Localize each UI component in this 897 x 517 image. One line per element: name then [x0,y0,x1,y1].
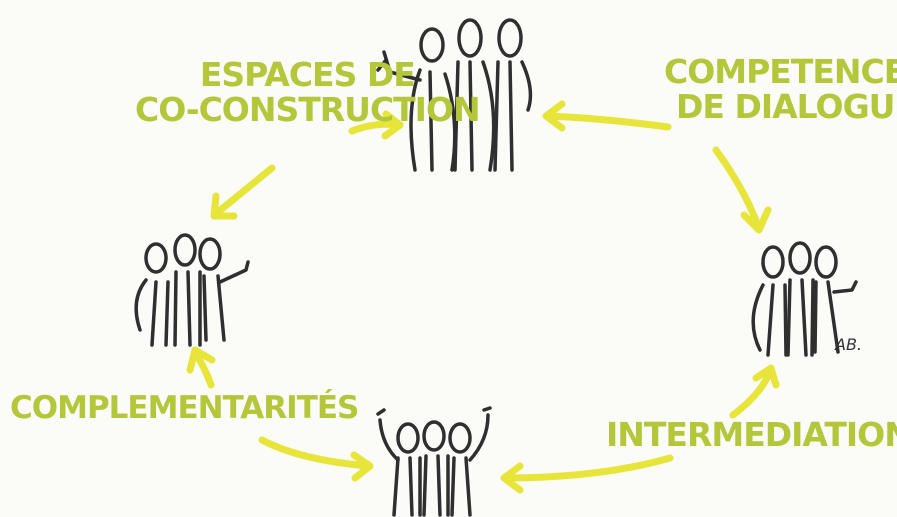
top-people-group-icon [376,18,533,172]
arrow-espaces-to-top-group [348,110,404,140]
espaces-de-co-construction-label: ESPACES DE CO-CONSTRUCTION [135,55,481,129]
arrow-complementarites-to-bottom-group [258,436,374,482]
arrow-espaces-to-left-group [210,164,276,220]
arrow-competences-to-top-group [542,100,672,132]
arrow-intermediation-to-right-group [729,364,780,419]
espaces-label-line2: CO-CONSTRUCTION [135,89,481,129]
arrow-intermediation-to-bottom-group [500,454,674,494]
author-signature: AB. [835,335,863,354]
bottom-people-group-icon [376,406,492,517]
intermediation-label: INTERMEDIATION [606,415,897,454]
competences-label-line2: DE DIALOGUE [676,86,897,126]
complementarites-label: COMPLEMENTARITÉS [10,390,359,426]
arrow-complementarites-to-left-group [186,346,216,389]
espaces-label-line1: ESPACES DE [199,55,416,94]
competences-de-dialogue-label: COMPETENCES DE DIALOGUE [664,52,897,126]
arrow-competences-to-right-group [712,146,772,234]
right-people-group-icon [751,241,858,357]
left-people-group-icon [134,233,250,347]
competences-label-line1: COMPETENCES [664,52,897,91]
